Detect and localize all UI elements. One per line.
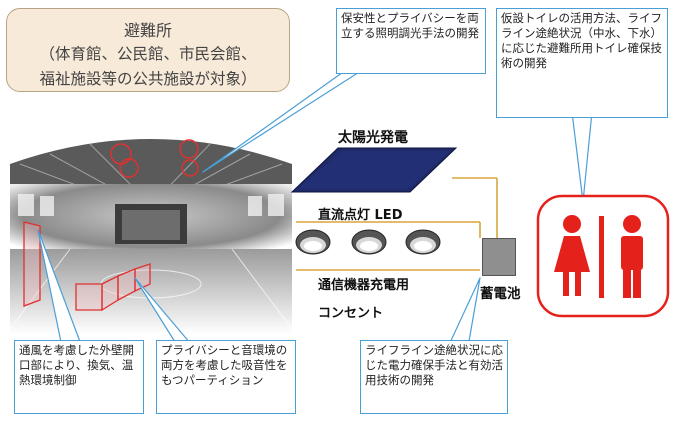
outlet-label: コンセント bbox=[318, 306, 384, 321]
restroom-divider bbox=[599, 216, 604, 298]
storage-battery-icon bbox=[482, 238, 516, 276]
solar-panel-graphic bbox=[290, 147, 458, 193]
restroom-sign bbox=[536, 194, 670, 318]
toilet-callout-pointer bbox=[571, 111, 593, 203]
toilet-technology-callout: 仮設トイレの活用方法、ライフライン途絶状況（中水、下水）に応じた避難所用トイレ確… bbox=[496, 8, 668, 118]
communication-charging-label: 通信機器充電用 bbox=[318, 278, 410, 293]
shelter-info-box: 避難所 （体育館、公民館、市民会館、 福祉施設等の公共施設が対象） bbox=[6, 8, 290, 92]
ventilation-callout-pointer bbox=[37, 229, 83, 348]
power-callout-pointer bbox=[447, 277, 481, 348]
solar-power-label: 太陽光発電 bbox=[338, 130, 408, 146]
storage-battery-label: 蓄電池 bbox=[480, 286, 521, 302]
lighting-callout-text: 保安性とプライバシーを両立する照明調光手法の開発 bbox=[341, 11, 479, 40]
toilet-callout-text: 仮設トイレの活用方法、ライフライン途絶状況（中水、下水）に応じた避難所用トイレ確… bbox=[501, 11, 662, 70]
female-restroom-icon bbox=[554, 215, 590, 296]
male-restroom-icon bbox=[621, 215, 643, 298]
led-fixtures bbox=[295, 229, 441, 255]
ventilation-callout-text: 通風を考慮した外壁開口部により、換気、温熱環境制御 bbox=[19, 343, 134, 387]
partition-callout-text: プライバシーと音環境の両方を考慮した吸音性をもつパーティション bbox=[161, 343, 288, 387]
shelter-title: 避難所 bbox=[123, 21, 172, 40]
led-fixture-icon bbox=[295, 229, 331, 255]
partition-callout: プライバシーと音環境の両方を考慮した吸音性をもつパーティション bbox=[156, 340, 296, 414]
power-securing-callout: ライフライン途絶状況に応じた電力確保手法と有効活用技術の開発 bbox=[360, 340, 508, 414]
power-callout-text: ライフライン途絶状況に応じた電力確保手法と有効活用技術の開発 bbox=[365, 343, 503, 387]
ceiling-light-markers bbox=[110, 139, 199, 178]
power-wiring bbox=[296, 177, 498, 271]
lighting-dimming-callout: 保安性とプライバシーを両立する照明調光手法の開発 bbox=[336, 8, 486, 74]
dc-led-label: 直流点灯 LED bbox=[318, 208, 403, 223]
led-fixture-icon bbox=[351, 229, 387, 255]
ventilation-callout: 通風を考慮した外壁開口部により、換気、温熱環境制御 bbox=[14, 340, 144, 414]
led-fixture-icon bbox=[405, 229, 441, 255]
shelter-scope-line2: 福祉施設等の公共施設が対象） bbox=[39, 70, 257, 88]
shelter-scope-line1: （体育館、公民館、市民会館、 bbox=[39, 45, 257, 63]
